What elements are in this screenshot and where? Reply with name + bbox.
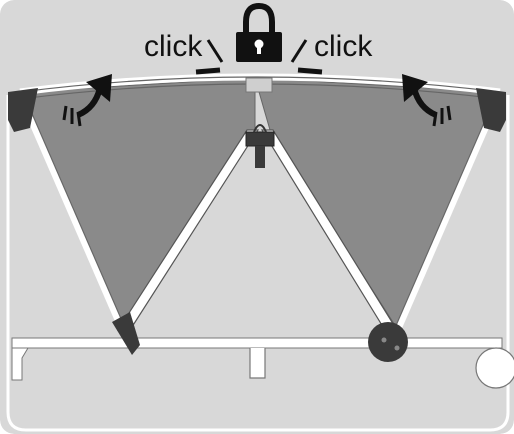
frame-left-edge bbox=[17, 93, 125, 332]
tent-base bbox=[6, 95, 514, 432]
curved-arrow-icon bbox=[62, 74, 112, 127]
click-label-left: click bbox=[144, 30, 203, 63]
center-hub bbox=[245, 124, 275, 168]
top-connector bbox=[245, 77, 273, 93]
wheel-right bbox=[475, 347, 514, 389]
joint-right bbox=[368, 322, 408, 362]
click-marks bbox=[195, 39, 323, 75]
corner-cap-right bbox=[476, 88, 506, 132]
curved-arrow-icon bbox=[402, 74, 452, 127]
lock-icon bbox=[236, 2, 282, 62]
frame-right-edge bbox=[395, 93, 503, 332]
corner-cap-left bbox=[8, 88, 38, 132]
joint-left bbox=[112, 312, 140, 355]
click-label-right: click bbox=[314, 30, 373, 63]
